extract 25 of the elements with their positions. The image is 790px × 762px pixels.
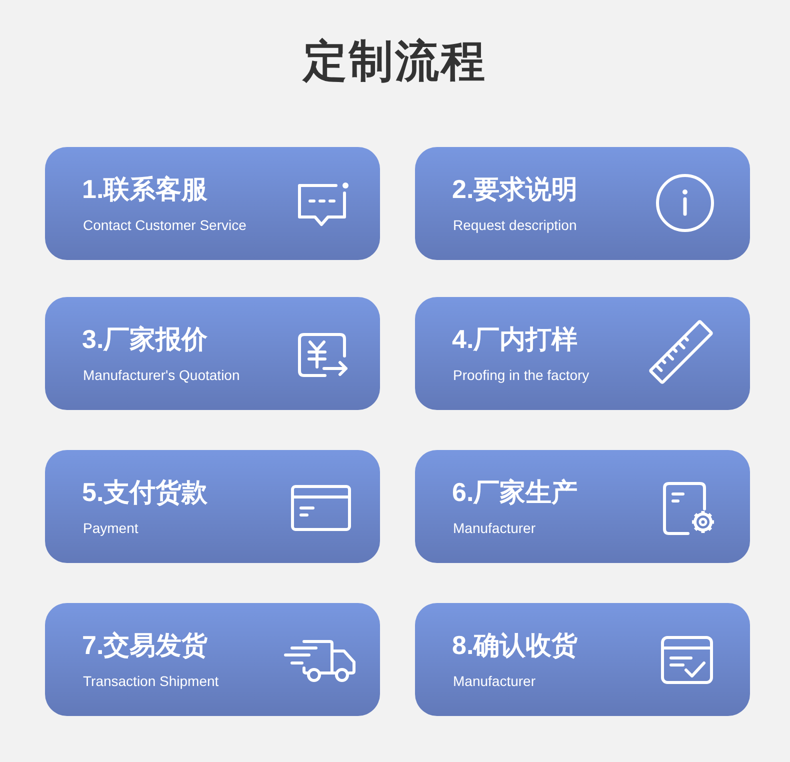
step-title: 8.确认收货: [452, 632, 578, 658]
step-title: 2.要求说明: [452, 176, 578, 202]
step-card: [415, 297, 750, 410]
step-subtitle: Transaction Shipment: [83, 674, 219, 688]
step-subtitle: Manufacturer's Quotation: [83, 368, 240, 382]
step-card: [45, 147, 380, 260]
step-title: 4.厂内打样: [452, 326, 578, 352]
step-title: 3.厂家报价: [82, 326, 208, 352]
step-title: 6.厂家生产: [452, 479, 578, 505]
step-card: [415, 450, 750, 563]
step-card: [415, 603, 750, 716]
step-subtitle: Manufacturer: [453, 521, 536, 535]
step-subtitle: Request description: [453, 218, 577, 232]
step-card: [45, 297, 380, 410]
step-subtitle: Manufacturer: [453, 674, 536, 688]
step-title: 7.交易发货: [82, 632, 208, 658]
step-title: 1.联系客服: [82, 176, 208, 202]
step-card: [415, 147, 750, 260]
page-title: 定制流程: [303, 40, 487, 84]
step-title: 5.支付货款: [82, 479, 208, 505]
step-card: [45, 450, 380, 563]
step-subtitle: Proofing in the factory: [453, 368, 590, 382]
step-subtitle: Contact Customer Service: [83, 218, 246, 232]
step-subtitle: Payment: [83, 521, 138, 535]
step-card: [45, 603, 380, 716]
